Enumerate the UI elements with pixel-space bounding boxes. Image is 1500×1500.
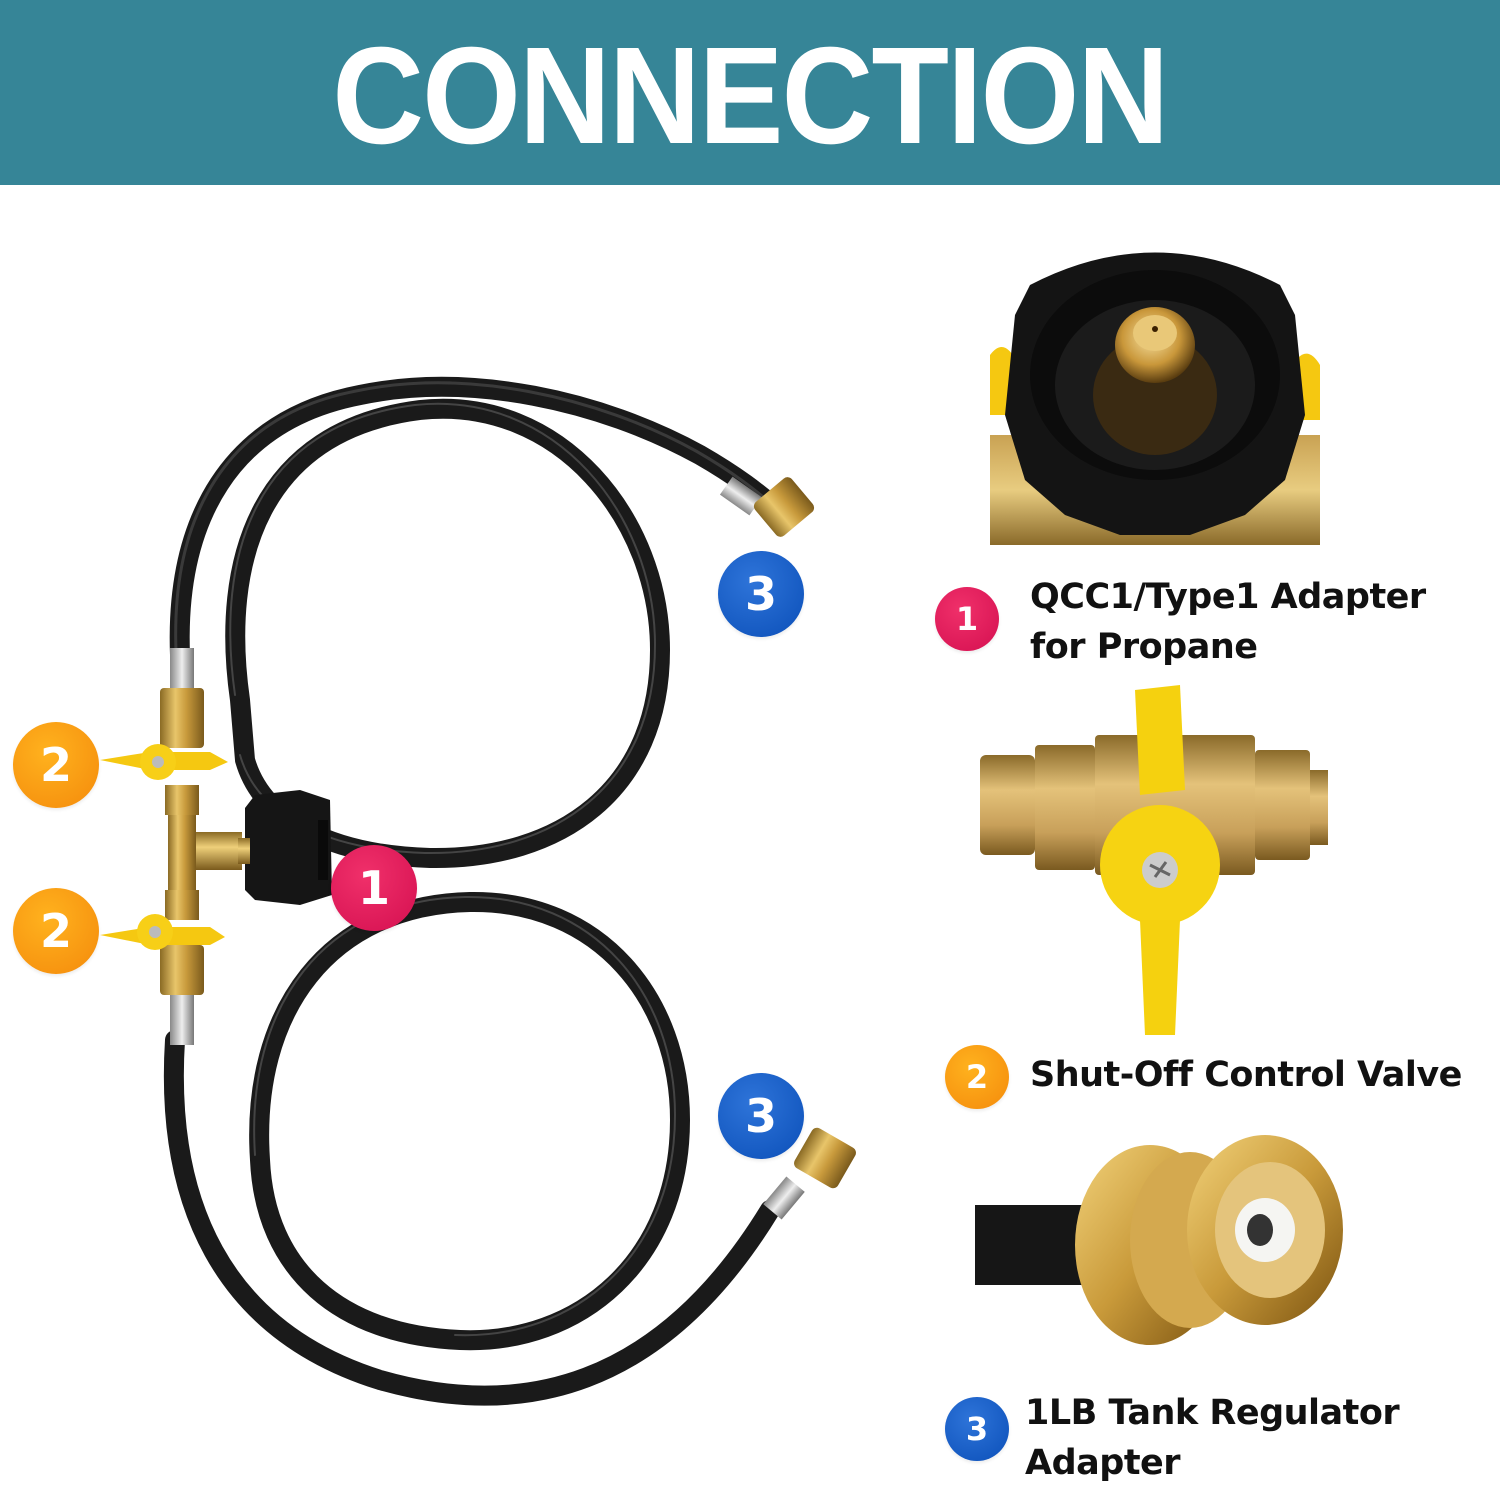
legend-badge-2: 2 <box>945 1045 1009 1109</box>
legend-label-1-line1: QCC1/Type1 Adapter <box>1030 577 1426 617</box>
lower-hose <box>163 891 780 1406</box>
tee-valve-assembly <box>100 648 332 1045</box>
badge-3-upper: 3 <box>718 551 804 637</box>
upper-hose <box>169 377 782 869</box>
1lb-tank-adapter-photo <box>975 1135 1343 1345</box>
lower-1lb-adapter-fitting <box>763 1127 856 1220</box>
legend-badge-1: 1 <box>935 587 999 651</box>
shut-off-valve-photo <box>980 685 1328 1035</box>
qcc1-adapter-photo <box>990 252 1320 545</box>
legend-label-1-line2: for Propane <box>1030 627 1258 667</box>
legend-label-1: QCC1/Type1 Adapter for Propane <box>1030 572 1426 672</box>
legend-label-3: 1LB Tank Regulator Adapter <box>1025 1388 1400 1488</box>
legend-label-3-line1: 1LB Tank Regulator <box>1025 1393 1400 1433</box>
badge-1: 1 <box>331 845 417 931</box>
legend-badge-3: 3 <box>945 1397 1009 1461</box>
header-banner: CONNECTION <box>0 0 1500 185</box>
legend-label-2-line1: Shut-Off Control Valve <box>1030 1055 1462 1095</box>
badge-2-upper: 2 <box>13 722 99 808</box>
product-assembly-image <box>100 377 856 1406</box>
upper-1lb-adapter-fitting <box>719 476 815 537</box>
badge-3-lower: 3 <box>718 1073 804 1159</box>
legend-label-3-line2: Adapter <box>1025 1443 1181 1483</box>
legend-label-2: Shut-Off Control Valve <box>1030 1050 1462 1100</box>
badge-2-lower: 2 <box>13 888 99 974</box>
banner-title: CONNECTION <box>332 18 1169 173</box>
